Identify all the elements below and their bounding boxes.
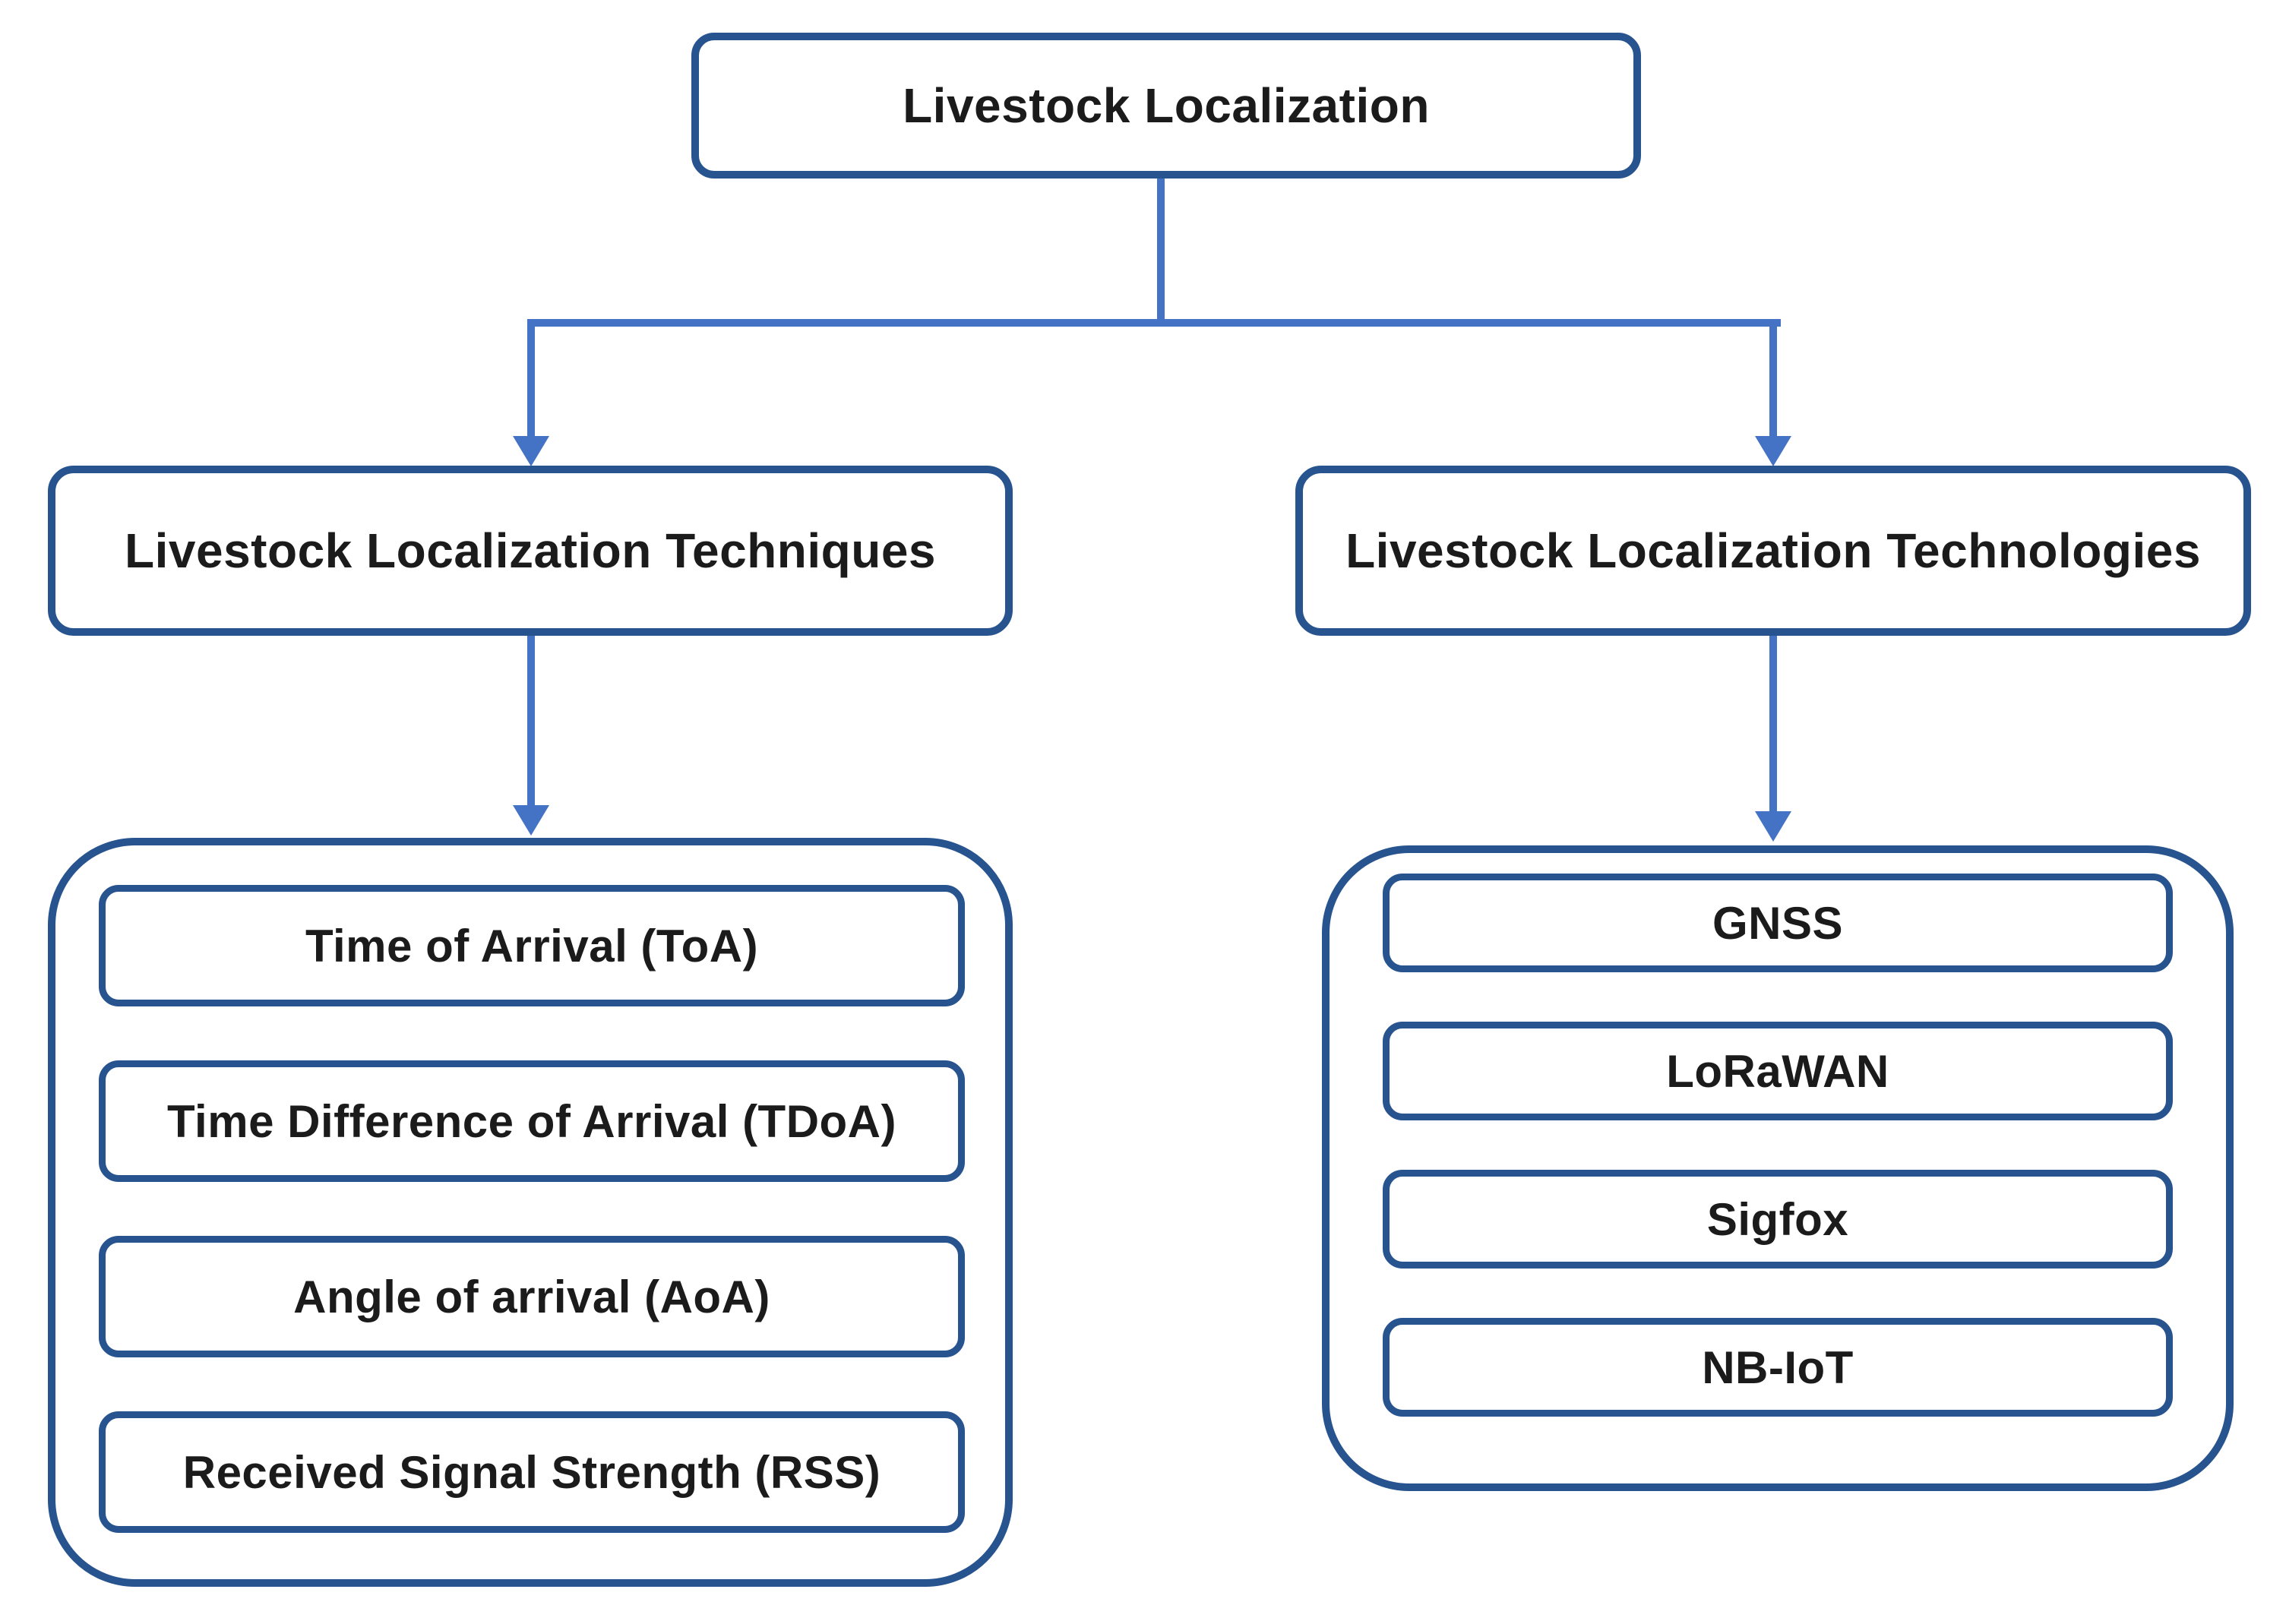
leaf-node-tdoa-label: Time Difference of Arrival (TDoA)	[166, 1095, 896, 1147]
connector-branch-left-to-container	[527, 636, 535, 807]
leaf-node-tdoa: Time Difference of Arrival (TDoA)	[99, 1060, 965, 1182]
leaf-node-aoa: Angle of arrival (AoA)	[99, 1236, 965, 1357]
leaf-node-rss: Received Signal Strength (RSS)	[99, 1411, 965, 1533]
leaf-node-gnss-label: GNSS	[1712, 897, 1844, 949]
leaf-node-sigfox-label: Sigfox	[1706, 1193, 1849, 1245]
connector-horizontal-bar	[527, 319, 1781, 327]
leaf-node-lorawan-label: LoRaWAN	[1666, 1045, 1889, 1097]
leaf-node-aoa-label: Angle of arrival (AoA)	[293, 1271, 770, 1322]
arrow-down-icon	[1755, 811, 1791, 842]
connector-drop-right	[1769, 319, 1777, 438]
branch-node-technologies-label: Livestock Localization Technologies	[1345, 523, 2201, 578]
leaf-node-rss-label: Received Signal Strength (RSS)	[182, 1446, 881, 1498]
arrow-down-icon	[513, 436, 549, 466]
leaf-node-sigfox: Sigfox	[1383, 1170, 2173, 1269]
leaf-node-gnss: GNSS	[1383, 874, 2173, 972]
leaf-node-nbiot-label: NB-IoT	[1702, 1341, 1854, 1393]
leaf-node-lorawan: LoRaWAN	[1383, 1022, 2173, 1120]
connector-branch-right-to-container	[1769, 636, 1777, 813]
arrow-down-icon	[1755, 436, 1791, 466]
connector-drop-left	[527, 319, 535, 438]
connector-root-stem	[1157, 179, 1165, 323]
branch-node-technologies: Livestock Localization Technologies	[1295, 466, 2251, 636]
leaf-node-toa: Time of Arrival (ToA)	[99, 885, 965, 1006]
root-node-label: Livestock Localization	[903, 78, 1430, 133]
branch-node-techniques: Livestock Localization Techniques	[48, 466, 1013, 636]
leaf-node-nbiot: NB-IoT	[1383, 1318, 2173, 1417]
root-node-livestock-localization: Livestock Localization	[691, 33, 1641, 179]
branch-node-techniques-label: Livestock Localization Techniques	[125, 523, 936, 578]
arrow-down-icon	[513, 805, 549, 836]
leaf-node-toa-label: Time of Arrival (ToA)	[305, 920, 759, 972]
